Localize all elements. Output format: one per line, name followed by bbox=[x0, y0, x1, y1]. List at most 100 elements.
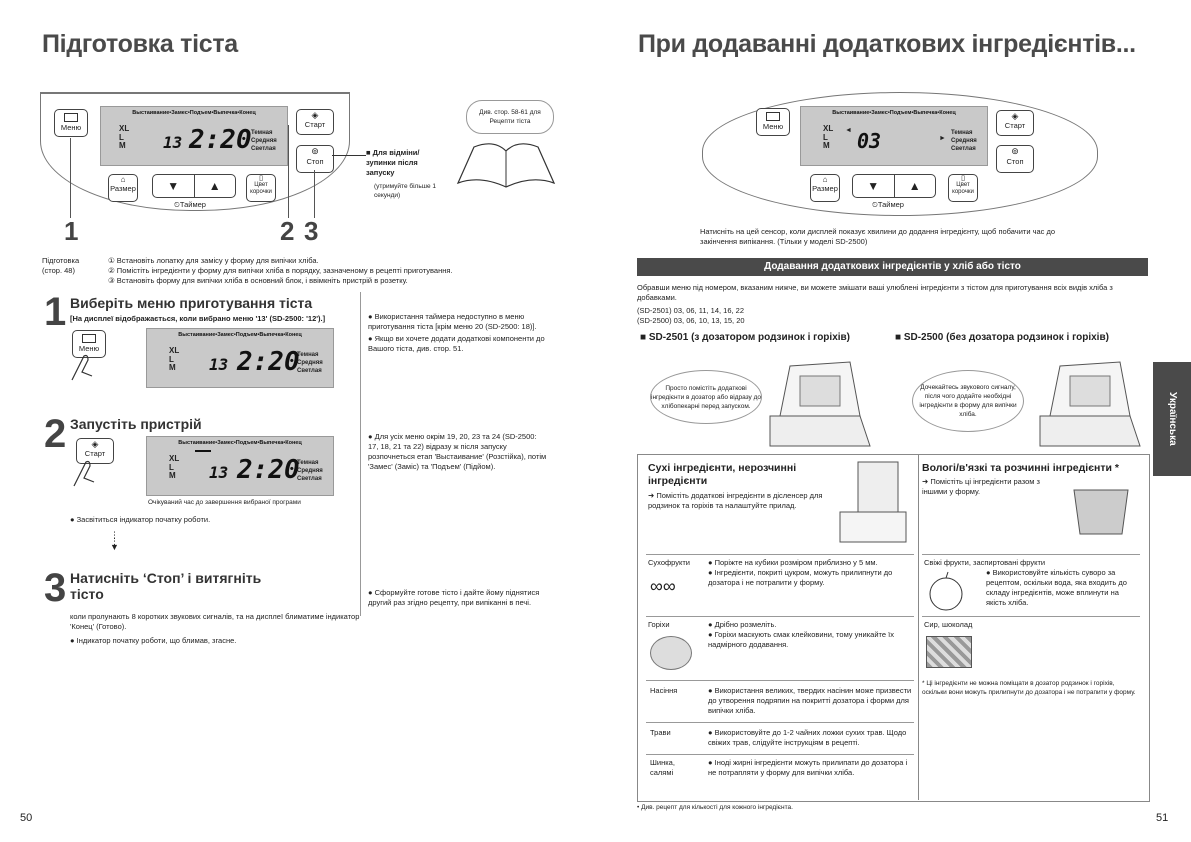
book-note-bubble: Див. стор. 58-61 для Рецепти тіста bbox=[466, 100, 554, 134]
bullet-text: Засвітиться індикатор початку роботи. bbox=[76, 515, 211, 524]
lcd-menu-number: 13 bbox=[163, 133, 183, 152]
right-lcd-time: 03 bbox=[857, 129, 882, 153]
lcd-display: Выстаивание•Замес•Подъем•Выпечка•Конец X… bbox=[100, 106, 288, 166]
dried-fruit-icon: ∞∞ bbox=[650, 576, 676, 596]
dry-row-notes: ● Поріжте на кубики розміром приблизно у… bbox=[708, 558, 914, 588]
model-a-heading: ■ SD-2501 (з дозатором родзинок і горіхі… bbox=[640, 332, 851, 343]
start-button-label: Старт bbox=[304, 120, 326, 129]
right-lcd-crust: Темная Средняя Светлая bbox=[951, 129, 977, 153]
book-icon bbox=[82, 334, 96, 343]
step-2-notes: ● Для усіх меню окрім 19, 20, 23 та 24 (… bbox=[368, 432, 548, 472]
dry-row-notes: ● Використовуйте до 1-2 чайних ложки сух… bbox=[708, 728, 914, 748]
timer-label-text: Таймер bbox=[179, 200, 206, 209]
step-1-lcd-stages: Выстаивание•Замес•Подъем•Выпечка•Конец bbox=[178, 332, 302, 338]
step-1-notes: ● Використання таймера недоступно в меню… bbox=[368, 312, 548, 354]
right-lcd: Выстаивание•Замес•Подъем•Выпечка•Конец X… bbox=[800, 106, 988, 166]
dry-row-name: Сухофрукти bbox=[648, 558, 691, 567]
step-2-bullet: ● Засвітиться індикатор початку роботи. bbox=[70, 515, 211, 524]
note-text: Використовуйте кількість суворо за рецеп… bbox=[986, 568, 1127, 607]
start-diamond-icon: ◈ bbox=[311, 110, 319, 120]
step-3-bullet: ● Індикатор початку роботи, що блимав, з… bbox=[70, 636, 237, 645]
note-item: ● Використання великих, твердих насінин … bbox=[708, 686, 912, 715]
crust-medium: Средняя bbox=[297, 468, 323, 474]
step-1-number: 1 bbox=[44, 290, 67, 334]
column-divider bbox=[360, 292, 361, 616]
right-stop-button: ⊚ Стоп bbox=[996, 145, 1034, 173]
left-page-title: Підготовка тіста bbox=[42, 30, 238, 58]
intro-text: Обравши меню під номером, вказаним нижче… bbox=[637, 283, 1113, 302]
open-book-icon bbox=[456, 143, 556, 188]
note-text: Поріжте на кубики розміром приблизно у 5… bbox=[714, 558, 878, 567]
size-button[interactable]: ⌂ Размер bbox=[108, 174, 138, 202]
model-b-heading: ■ SD-2500 (без дозатора родзинок і горіх… bbox=[895, 332, 1109, 343]
right-timer-buttons: ▼ ▲ bbox=[852, 174, 936, 198]
timer-up-button[interactable]: ▲ bbox=[208, 179, 221, 193]
model-menus: (SD-2501) 03, 06, 11, 14, 16, 22 (SD-250… bbox=[637, 306, 745, 326]
wet-footnote: * Ці інгредієнти не можна поміщати в доз… bbox=[922, 680, 1136, 696]
size-l: L bbox=[823, 132, 828, 142]
step-3-title: Натисніть ‘Стоп’ і витягніть тісто bbox=[70, 570, 262, 602]
prep-label: Підготовка (стор. 48) bbox=[42, 256, 80, 275]
stop-pointer-line bbox=[332, 155, 366, 156]
stop-note-sub: (утримуйте більше 1 секунди) bbox=[374, 183, 436, 199]
right-size-label: Размер bbox=[812, 184, 838, 193]
step-2-start-button: ◈ Старт bbox=[76, 438, 114, 464]
callout-3-line bbox=[314, 170, 315, 218]
note-item: ● Дрібно розмеліть. bbox=[708, 620, 777, 629]
dry-row-notes: ● Дрібно розмеліть. ● Горіхи маскують см… bbox=[708, 620, 914, 650]
bubble-model-b: Дочекайтесь звукового сигналу, після чог… bbox=[912, 370, 1024, 432]
size-button-label: Размер bbox=[110, 184, 136, 193]
stage-indicator-bar bbox=[195, 450, 211, 452]
right-page-title: При додаванні додаткових інгредієнтів... bbox=[638, 30, 1136, 58]
wet-title: Вологі/в'язкі та розчинні інгредієнти * bbox=[922, 462, 1119, 474]
dry-row-name: Шинка, салямі bbox=[650, 758, 675, 777]
stop-icon: ⊚ bbox=[311, 146, 319, 156]
callout-3: 3 bbox=[304, 216, 319, 246]
timer-down-button[interactable]: ▼ bbox=[153, 175, 195, 197]
bread-pan-illustration bbox=[1073, 489, 1129, 535]
stop-button-label: Стоп bbox=[306, 157, 324, 166]
start-button[interactable]: ◈ Старт bbox=[296, 109, 334, 135]
step-2-lcd-sizes: XL L M bbox=[169, 454, 179, 481]
nuts-icon bbox=[650, 636, 692, 670]
bubble-model-a: Просто помістіть додаткові інгредієнти в… bbox=[650, 370, 762, 424]
step-1-menu-label: Меню bbox=[78, 344, 100, 353]
right-lcd-sizes: XL L M bbox=[823, 124, 833, 151]
menu-button[interactable]: Меню bbox=[54, 109, 88, 137]
lcd-time: 2:20 bbox=[189, 125, 252, 155]
note-text: Для усіх меню окрім 19, 20, 23 та 24 (SD… bbox=[368, 432, 547, 471]
crust-dark: Темная bbox=[251, 130, 273, 136]
note-item: ● Використання таймера недоступно в меню… bbox=[368, 312, 537, 331]
callout-1: 1 bbox=[64, 216, 79, 246]
callout-2: 2 bbox=[280, 216, 295, 246]
step-2-lcd-stages: Выстаивание•Замес•Подъем•Выпечка•Конец bbox=[178, 440, 302, 446]
wet-row-name: Свіжі фрукти, заспиртовані фрукти bbox=[924, 558, 1046, 567]
dotted-arrow: ⋮⋮▼ bbox=[110, 530, 119, 552]
language-tab: Українська bbox=[1153, 362, 1191, 476]
size-m: M bbox=[823, 141, 830, 150]
crust-button-label: Цвет корочки bbox=[250, 182, 272, 195]
crust-button[interactable]: ▯ Цвет корочки bbox=[246, 174, 276, 202]
note-item: ● Інгредієнти, покриті цукром, можуть пр… bbox=[708, 568, 893, 587]
section-header: Додавання додаткових інгредієнтів у хліб… bbox=[637, 258, 1148, 276]
step-1-menu-button: Меню bbox=[72, 330, 106, 358]
step-1-lcd-menu-number: 13 bbox=[209, 355, 229, 374]
size-m: M bbox=[169, 471, 176, 480]
left-pointer-icon: ◄ bbox=[845, 127, 852, 134]
crust-dark: Темная bbox=[951, 130, 973, 136]
step-3-number: 3 bbox=[44, 566, 67, 610]
start-diamond-icon: ◈ bbox=[91, 439, 99, 449]
dry-text: ➜ Помістіть додаткові інгредієнти в дісл… bbox=[648, 491, 823, 510]
book-icon bbox=[766, 112, 780, 121]
note-item: ● Поріжте на кубики розміром приблизно у… bbox=[708, 558, 878, 567]
right-stop-label: Стоп bbox=[1006, 157, 1024, 166]
step-2-start-label: Старт bbox=[84, 449, 106, 458]
right-menu-label: Меню bbox=[762, 122, 784, 131]
step-1-title: Виберіть меню приготування тіста bbox=[70, 295, 313, 311]
note-item: ● Для усіх меню окрім 19, 20, 23 та 24 (… bbox=[368, 432, 547, 471]
bottom-note: • Див. рецепт для кількості для кожного … bbox=[637, 804, 793, 811]
note-text: Сформуйте готове тісто і дайте йому підн… bbox=[368, 588, 540, 607]
crust-icon: ▯ bbox=[961, 175, 965, 182]
prep-item: ② Помістіть інгредієнти у форму для випі… bbox=[108, 266, 453, 275]
stop-button[interactable]: ⊚ Стоп bbox=[296, 145, 334, 173]
